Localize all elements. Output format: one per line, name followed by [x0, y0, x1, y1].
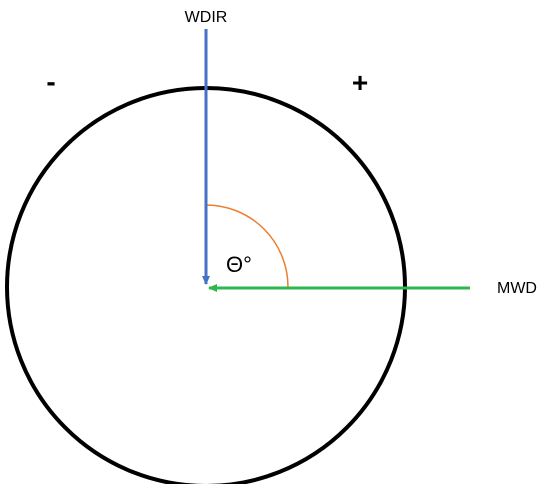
- mwd-label: MWD: [497, 280, 537, 297]
- theta-label: Θ°: [226, 252, 252, 277]
- plus-sign: +: [352, 67, 368, 98]
- minus-sign: -: [46, 66, 55, 97]
- angle-arc: [205, 204, 289, 288]
- wdir-label: WDIR: [185, 9, 228, 26]
